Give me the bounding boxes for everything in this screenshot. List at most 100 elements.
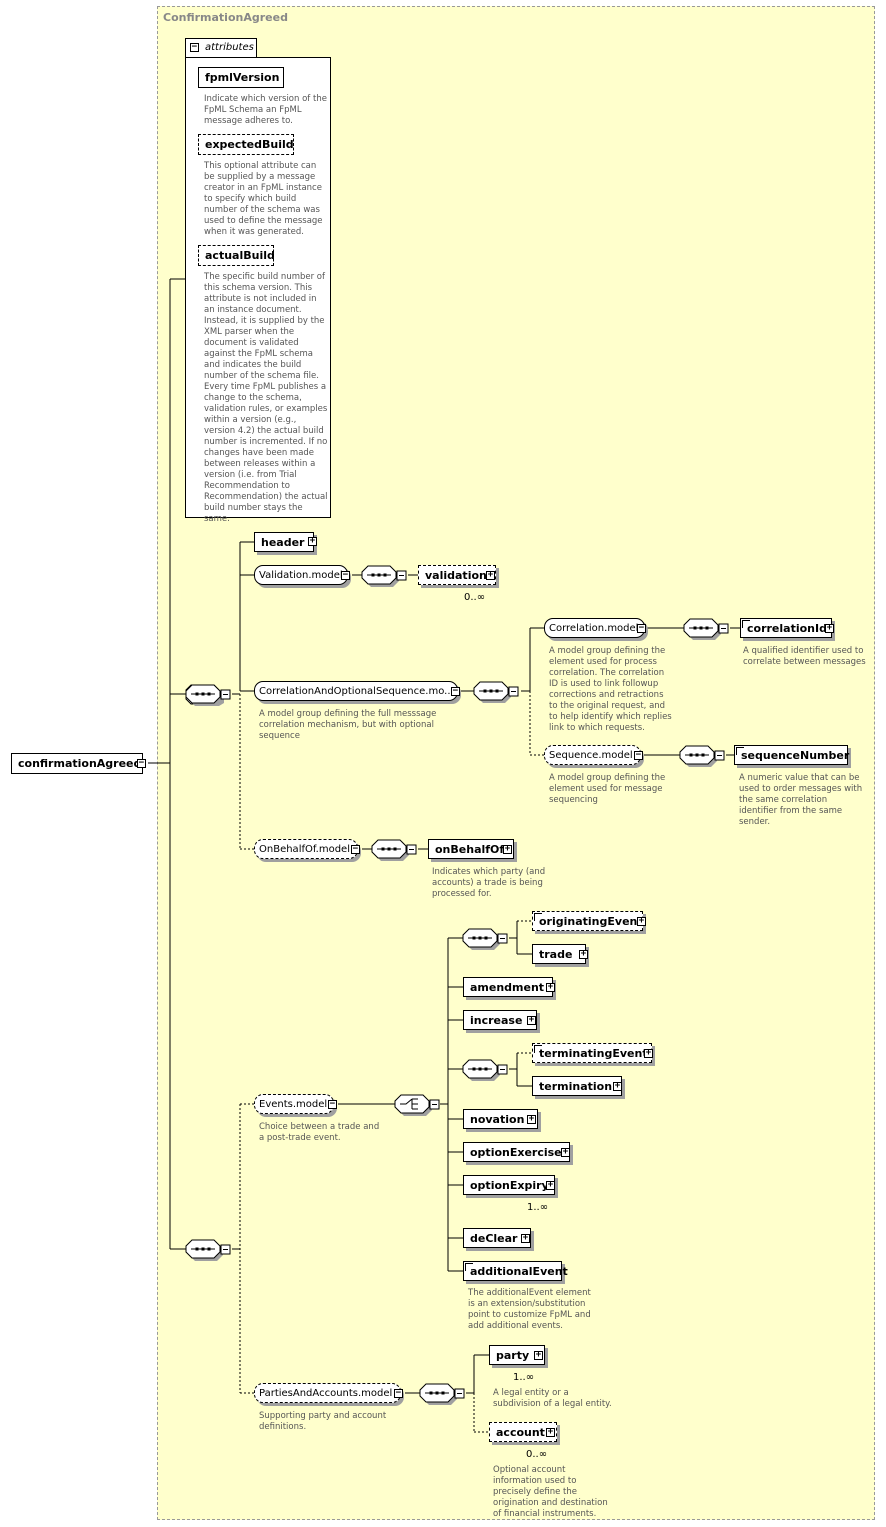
corr-opt-seq-desc: A model group defining the full messsage… [259, 709, 437, 741]
account-label: account [496, 1426, 545, 1439]
attr-fpmlversion-desc: Indicate which version of the FpML Schem… [204, 94, 327, 126]
group-sequence-model[interactable]: Sequence.model [544, 745, 641, 765]
sequence-compositor[interactable] [683, 618, 729, 640]
corr-opt-seq-label: CorrelationAndOptionalSequence.mo... [259, 686, 454, 697]
option-expiry-occurrence: 1..∞ [527, 1202, 549, 1213]
party-label: party [496, 1349, 530, 1362]
document-icon [534, 1045, 542, 1053]
attr-fpmlversion[interactable]: fpmlVersion [198, 67, 284, 88]
choice-compositor[interactable] [394, 1094, 440, 1116]
sequence-compositor[interactable] [185, 684, 231, 706]
expand-icon[interactable]: + [546, 1180, 555, 1190]
panel-title: ConfirmationAgreed [163, 11, 288, 24]
sequence-compositor[interactable] [185, 1239, 231, 1261]
sequence-compositor[interactable] [462, 928, 508, 950]
element-termination[interactable]: termination [532, 1076, 622, 1096]
correlation-model-label: Correlation.model [549, 623, 639, 634]
element-additional-event[interactable]: additionalEvent [463, 1261, 568, 1281]
collapse-icon[interactable]: − [634, 750, 643, 760]
sequence-model-label: Sequence.model [549, 750, 633, 761]
collapse-icon[interactable]: − [351, 844, 360, 854]
element-declear[interactable]: deClear [463, 1228, 531, 1248]
expand-icon[interactable]: + [825, 623, 834, 633]
attr-actualbuild-desc: The specific build number of this schema… [204, 272, 328, 524]
element-correlation-id[interactable]: correlationId [740, 618, 832, 638]
attributes-panel [185, 57, 331, 518]
group-on-behalf-of-model[interactable]: OnBehalfOf.model [254, 839, 358, 859]
correlation-model-desc: A model group defining the element used … [549, 646, 672, 733]
expand-icon[interactable]: + [579, 949, 588, 959]
element-on-behalf-of[interactable]: onBehalfOf [428, 839, 514, 859]
expand-icon[interactable]: + [527, 1114, 536, 1124]
expand-icon[interactable]: + [527, 1015, 536, 1025]
attributes-tab[interactable]: − attributes [185, 38, 257, 57]
group-correlation-model[interactable]: Correlation.model [544, 618, 645, 638]
events-model-label: Events.model [259, 1099, 328, 1110]
element-validation[interactable]: validation [418, 565, 496, 585]
increase-label: increase [470, 1014, 523, 1027]
header-label: header [261, 536, 305, 549]
sequence-compositor[interactable] [419, 1383, 465, 1405]
collapse-icon[interactable]: − [137, 758, 146, 768]
element-terminating-event[interactable]: terminatingEvent [532, 1043, 652, 1063]
on-behalf-of-label: onBehalfOf [435, 843, 505, 856]
correlation-id-label: correlationId [747, 622, 827, 635]
sequence-compositor[interactable] [361, 565, 407, 587]
validation-model-label: Validation.model [259, 570, 343, 581]
element-originating-event[interactable]: originatingEvent [532, 911, 643, 931]
declear-label: deClear [470, 1232, 518, 1245]
element-account[interactable]: account [489, 1422, 557, 1442]
root-label: confirmationAgreed [18, 757, 142, 770]
parties-model-desc: Supporting party and account definitions… [259, 1411, 387, 1432]
root-element[interactable]: confirmationAgreed [11, 753, 143, 774]
expand-icon[interactable]: + [613, 1081, 622, 1091]
element-sequence-number[interactable]: sequenceNumber [734, 745, 850, 765]
collapse-icon[interactable]: − [451, 686, 460, 696]
element-party[interactable]: party [489, 1345, 545, 1365]
option-exercise-label: optionExercise [470, 1146, 562, 1159]
expand-icon[interactable]: + [308, 536, 317, 546]
element-amendment[interactable]: amendment [463, 977, 553, 997]
element-option-expiry[interactable]: optionExpiry [463, 1175, 555, 1195]
group-parties-accounts-model[interactable]: PartiesAndAccounts.model [254, 1383, 401, 1403]
collapse-icon[interactable]: − [328, 1099, 337, 1109]
element-novation[interactable]: novation [463, 1109, 538, 1129]
element-option-exercise[interactable]: optionExercise [463, 1142, 570, 1162]
correlation-id-desc: A qualified identifier used to correlate… [743, 646, 866, 667]
party-occurrence: 1..∞ [513, 1372, 535, 1383]
expand-icon[interactable]: + [644, 1048, 653, 1058]
element-header[interactable]: header [254, 532, 314, 552]
element-trade[interactable]: trade [532, 944, 586, 964]
validation-label: validation [425, 569, 487, 582]
sequence-compositor[interactable] [462, 1059, 508, 1081]
expand-icon[interactable]: + [546, 1427, 555, 1437]
on-behalf-of-model-label: OnBehalfOf.model [259, 844, 350, 855]
expand-icon[interactable]: + [546, 982, 555, 992]
sequence-model-desc: A model group defining the element used … [549, 773, 666, 805]
collapse-icon[interactable]: − [190, 42, 199, 52]
group-validation-model[interactable]: Validation.model [254, 565, 348, 585]
expand-icon[interactable]: + [561, 1147, 570, 1157]
expand-icon[interactable]: + [486, 570, 495, 580]
expand-icon[interactable]: + [534, 1350, 543, 1360]
expand-icon[interactable]: + [521, 1233, 530, 1243]
collapse-icon[interactable]: − [341, 570, 350, 580]
collapse-icon[interactable]: − [394, 1388, 403, 1398]
attr-actualbuild[interactable]: actualBuild [198, 245, 275, 266]
document-icon [736, 747, 744, 755]
expand-icon[interactable]: + [503, 844, 512, 854]
collapse-icon[interactable]: − [637, 623, 646, 633]
group-correlation-optional-sequence[interactable]: CorrelationAndOptionalSequence.mo... [254, 681, 458, 701]
expand-icon[interactable]: + [637, 916, 646, 926]
attributes-label: attributes [205, 42, 254, 53]
sequence-compositor[interactable] [371, 839, 417, 861]
party-desc: A legal entity or a subdivision of a leg… [493, 1388, 612, 1409]
terminating-event-label: terminatingEvent [539, 1047, 648, 1060]
group-events-model[interactable]: Events.model [254, 1094, 334, 1114]
element-increase[interactable]: increase [463, 1010, 537, 1030]
account-desc: Optional account information used to pre… [493, 1465, 608, 1519]
sequence-compositor[interactable] [473, 681, 519, 703]
sequence-number-label: sequenceNumber [741, 749, 850, 762]
attr-expectedbuild[interactable]: expectedBuild [198, 134, 294, 155]
sequence-compositor[interactable] [679, 745, 725, 767]
